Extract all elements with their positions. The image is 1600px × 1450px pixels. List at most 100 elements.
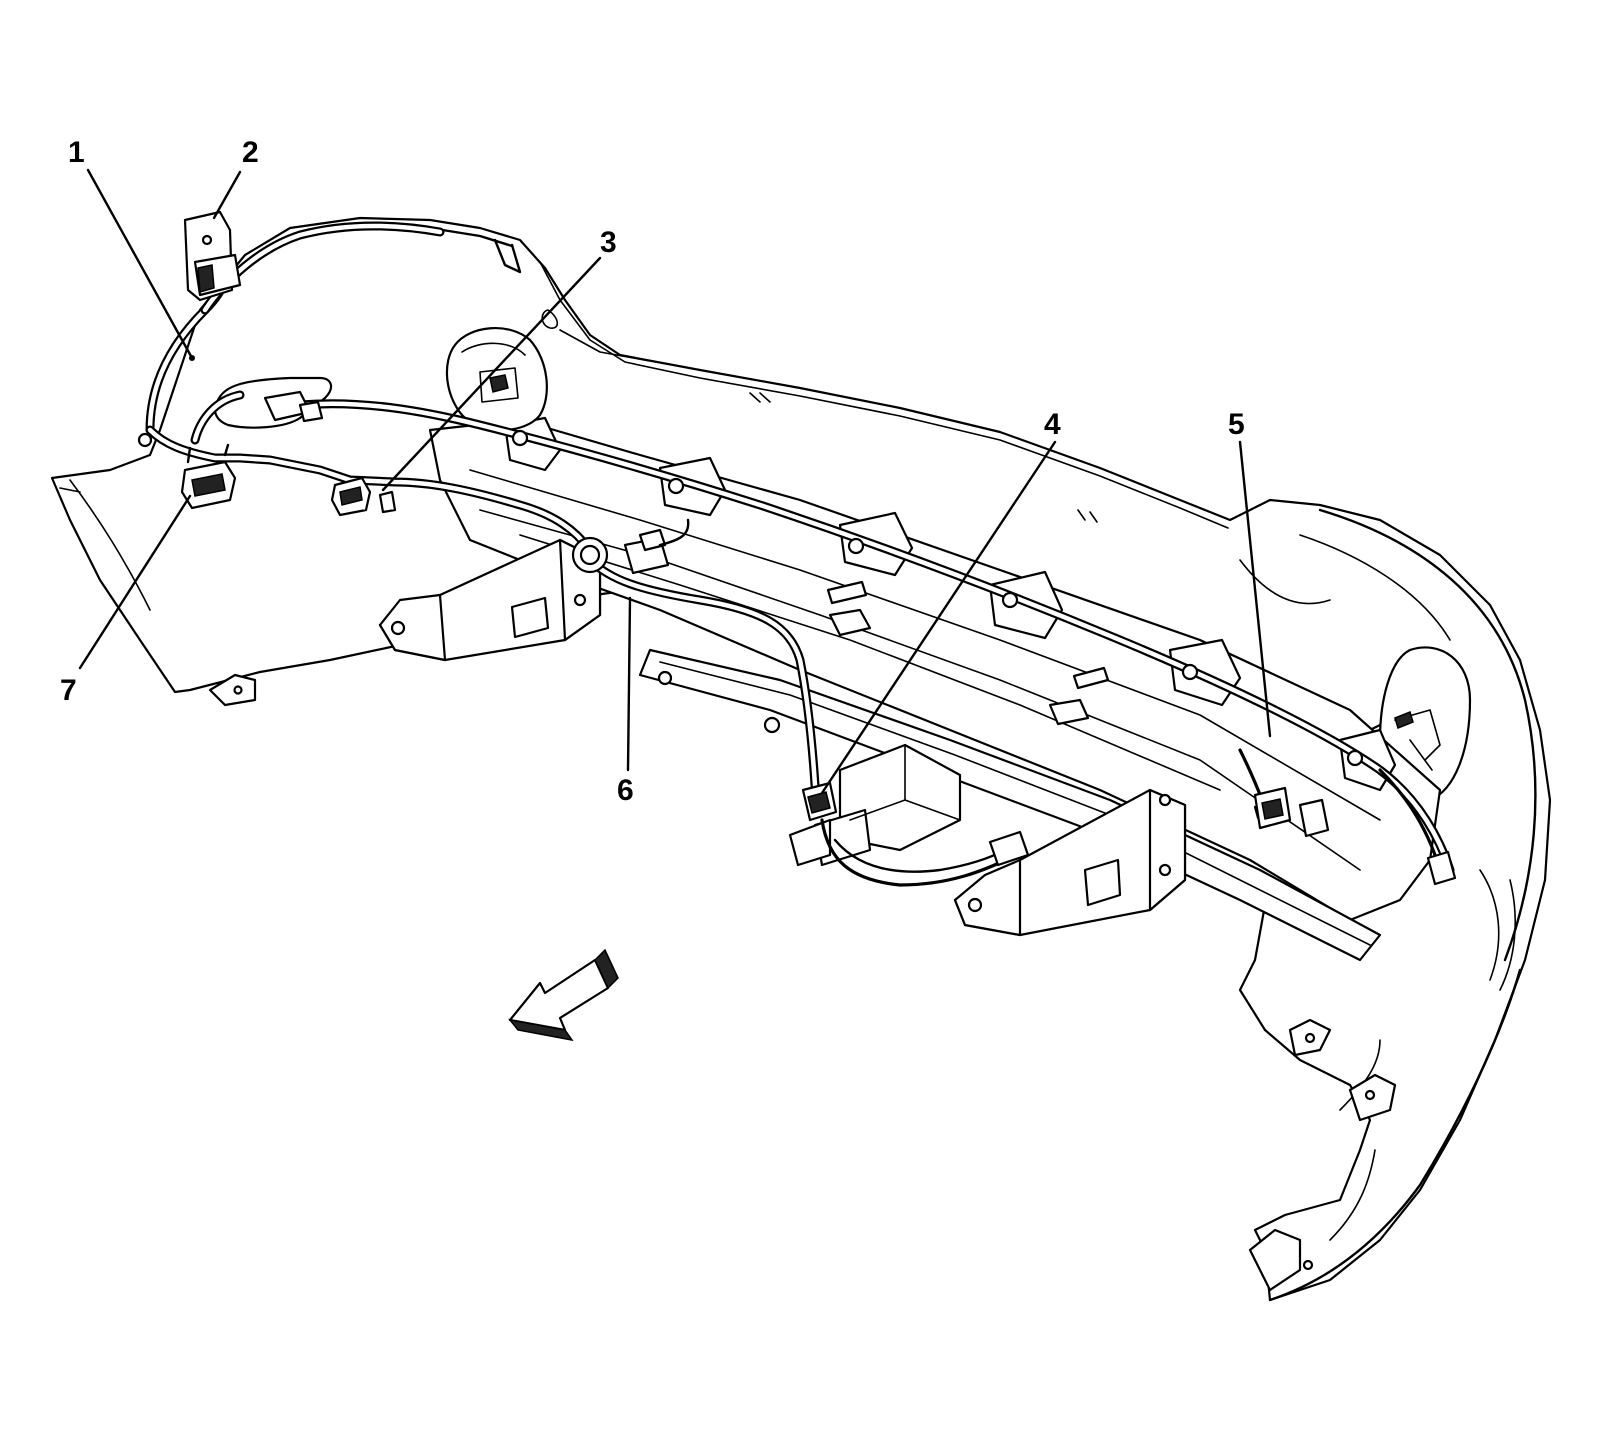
callout-3: 3: [600, 226, 617, 259]
connector-3-face: [339, 486, 363, 506]
connector-2: [183, 210, 242, 302]
left-corner-lamp: [445, 327, 548, 432]
harness-grommet-inner: [579, 544, 601, 566]
left-lamp-socket: [489, 374, 509, 393]
connector-4-face: [807, 791, 831, 814]
hitch-receiver: [788, 743, 962, 867]
callout-4: 4: [1044, 408, 1061, 441]
beam-hole-1: [763, 716, 781, 734]
right-bracket-hole-2: [1158, 793, 1172, 807]
leader-line-3: [381, 256, 602, 492]
connector-right-1-face: [1261, 798, 1284, 820]
harness-clip-3: [847, 537, 865, 555]
left-lamp-socket-outline: [479, 367, 519, 403]
leader-line-5: [1238, 440, 1272, 738]
leader-line-6: [626, 596, 632, 772]
bar-tab-1: [828, 608, 872, 637]
fascia-top-marks: [749, 392, 1098, 523]
hitch-receiver-edges: [849, 744, 961, 821]
fascia-tab-lower: [1248, 1228, 1302, 1292]
connectors: [180, 210, 1457, 886]
connector-center: [623, 518, 690, 575]
left-lamp-lens: [461, 342, 526, 356]
callout-6: 6: [617, 774, 634, 807]
connector-hitch-terminal: [988, 830, 1030, 867]
impact-bar-ridge-3: [519, 534, 1221, 791]
right-mount-bracket: [953, 788, 1187, 937]
left-bracket-ear: [378, 593, 447, 662]
harness-clip-7: [137, 432, 153, 448]
connector-7-wires: [186, 443, 230, 464]
callout-5: 5: [1228, 408, 1245, 441]
right-bracket-hole: [967, 897, 983, 913]
connector-center-wire: [658, 518, 690, 547]
harness-hitch-pigtail-2: [833, 838, 1007, 873]
bar-slot-2: [1072, 666, 1110, 690]
lower-beam-line: [659, 661, 1371, 946]
beam-hole-2: [657, 670, 673, 686]
right-bracket-hole-3: [1158, 863, 1172, 877]
harness-clip-4: [1001, 591, 1019, 609]
fascia-hole-1: [1302, 1259, 1314, 1271]
leader-line-7: [78, 494, 192, 670]
fascia-right-lamp-bulb: [1394, 710, 1414, 730]
harness-hitch-pigtail: [820, 818, 1012, 887]
impact-bar-ridge-1: [469, 469, 1381, 821]
fascia-hole-2: [1364, 1089, 1376, 1101]
leader-line-4: [820, 440, 1057, 795]
bar-slot-1: [826, 580, 868, 605]
fascia-right-corner-edge: [1318, 508, 1537, 962]
harness-junction-branch-inner: [147, 427, 593, 553]
right-bracket-ear: [953, 858, 1022, 937]
harness-clip-5: [1181, 663, 1199, 681]
fascia-left-tab: [208, 673, 257, 707]
connector-3-clip: [378, 490, 397, 514]
fascia-left-wing-lines: [59, 479, 151, 611]
fascia-slot-left: [541, 309, 559, 329]
connector-7-face: [191, 473, 226, 497]
fascia-top-edge: [539, 261, 1229, 529]
fascia-lower-right-inner: [1329, 1039, 1381, 1241]
leader-lines: [78, 168, 1272, 795]
connector-right-corner: [1426, 850, 1457, 886]
fascia-right-side-lines: [1479, 869, 1516, 991]
connector-right-2: [1298, 798, 1330, 838]
fascia-hole-3: [1304, 1032, 1316, 1044]
harness-5-top-run-inner: [297, 401, 1453, 873]
fascia-right-lamp-detail: [1394, 709, 1441, 771]
fascia-lower-right-arc: [1268, 968, 1522, 1302]
connector-center-cap: [638, 528, 667, 552]
leader-line-2: [212, 170, 242, 220]
fascia-left-hole: [233, 685, 243, 695]
forward-arrow-side: [594, 948, 619, 990]
harness-clip-6: [1346, 749, 1364, 767]
connector-2-hole: [201, 234, 213, 246]
connector-right-1: [1253, 786, 1292, 830]
connector-hitch-terminal-body: [988, 830, 1030, 867]
bar-tab-2: [1048, 698, 1090, 726]
fascia-top-edge-inner: [559, 329, 801, 389]
connector-3: [330, 476, 397, 517]
connector-left-lamp-tab: [298, 400, 324, 423]
callout-7: 7: [60, 674, 77, 707]
connector-right-2-body: [1298, 798, 1330, 838]
connector-2-latch: [197, 264, 215, 293]
connector-4: [801, 781, 838, 822]
connector-right-corner-body: [1426, 850, 1457, 886]
forward-arrow-body: [508, 958, 610, 1032]
hitch-plate: [788, 818, 832, 867]
left-bracket-hole: [390, 620, 406, 636]
callout-2: 2: [242, 136, 259, 169]
harness-clip-1: [511, 429, 529, 447]
impact-bar-lower-beam: [638, 648, 1382, 962]
fascia-clip-left: [493, 238, 522, 274]
forward-arrow-head-side: [508, 1018, 574, 1042]
callout-labels: 1 2 3 4 5 6 7: [60, 136, 1245, 807]
leader-line-1: [86, 168, 194, 360]
left-bracket-square-hole: [510, 596, 550, 639]
left-bracket-hole-2: [573, 593, 587, 607]
forward-arrow-icon: [508, 948, 619, 1042]
harness-clip-2: [667, 477, 685, 495]
right-bracket-flange: [1148, 788, 1187, 912]
